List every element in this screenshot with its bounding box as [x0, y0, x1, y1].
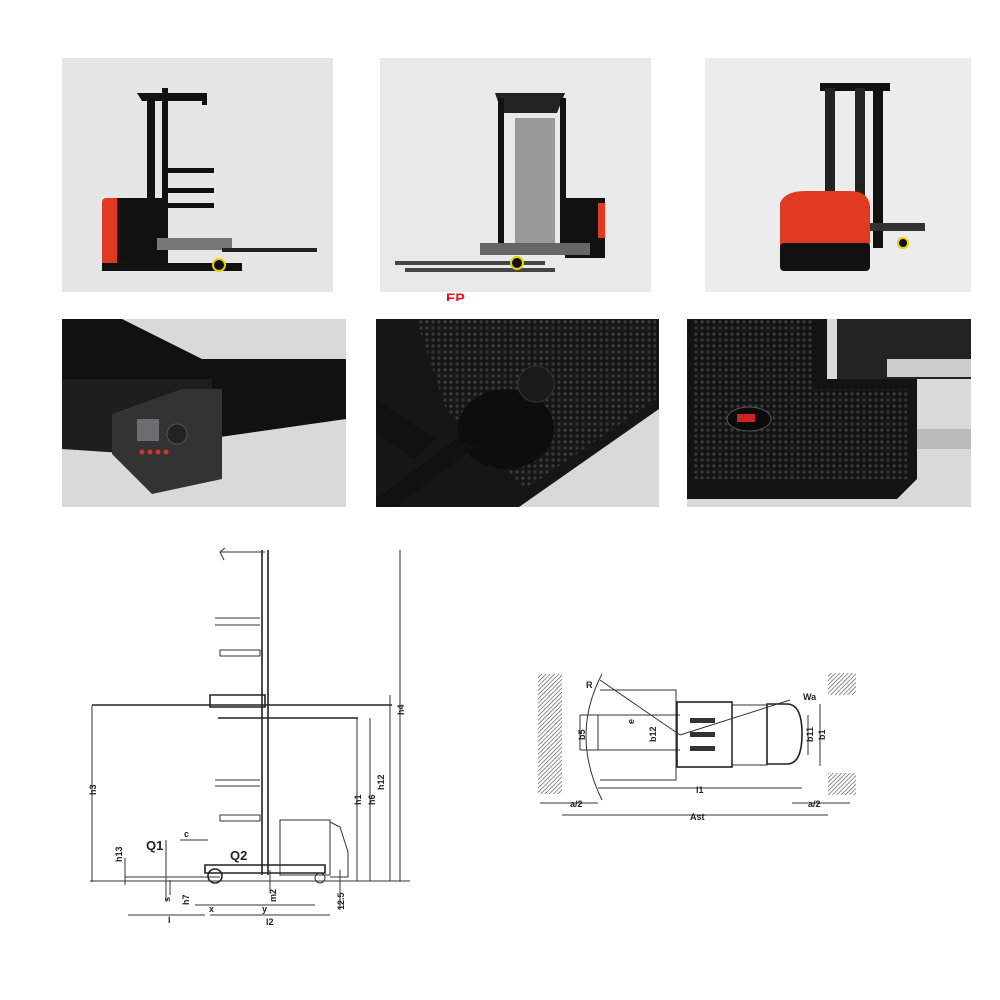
detail-photo-control-display — [62, 319, 346, 507]
detail-photo-joystick — [376, 319, 659, 507]
product-photo-side — [62, 58, 333, 292]
dim-c: c — [184, 829, 189, 839]
dim-l: l — [168, 915, 171, 925]
dim-x: x — [209, 904, 214, 914]
side-view-dimension-drawing: h4 h12 h3 h1 h6 h13 Q1 Q2 c s h7 m2 x y … — [80, 540, 420, 940]
brand-logo: EP — [446, 291, 465, 301]
dim-y: y — [262, 904, 267, 914]
load-q2: Q2 — [230, 848, 247, 863]
dim-m2: m2 — [268, 889, 278, 902]
product-photo-rear — [705, 58, 971, 292]
dim-b5: b5 — [577, 729, 587, 740]
dim-a2-right: a/2 — [808, 799, 821, 809]
dim-h4: h4 — [396, 704, 406, 715]
dim-ast: Ast — [690, 812, 705, 822]
dim-ground-clearance: 12.5 — [336, 892, 346, 910]
dim-e: e — [626, 719, 636, 724]
dim-h12: h12 — [376, 774, 386, 790]
load-q1: Q1 — [146, 838, 163, 853]
dim-h3: h3 — [88, 784, 98, 795]
dim-h1: h1 — [353, 794, 363, 805]
dim-r: R — [586, 680, 593, 690]
product-photo-front — [380, 58, 651, 292]
top-view-turning-drawing: R Wa e b5 b12 b11 b1 l1 a/2 a/2 Ast — [530, 660, 870, 825]
dim-b1: b1 — [817, 729, 827, 740]
dim-h7: h7 — [181, 894, 191, 905]
dim-h6: h6 — [367, 794, 377, 805]
dim-b11: b11 — [805, 727, 815, 742]
dim-l1: l1 — [696, 785, 704, 795]
detail-photo-key-switch — [687, 319, 971, 507]
dim-s: s — [162, 897, 172, 902]
dim-b12: b12 — [648, 726, 658, 742]
dim-wa: Wa — [803, 692, 817, 702]
dim-a2-left: a/2 — [570, 799, 583, 809]
dim-l2: l2 — [266, 917, 274, 927]
dim-h13: h13 — [114, 846, 124, 862]
